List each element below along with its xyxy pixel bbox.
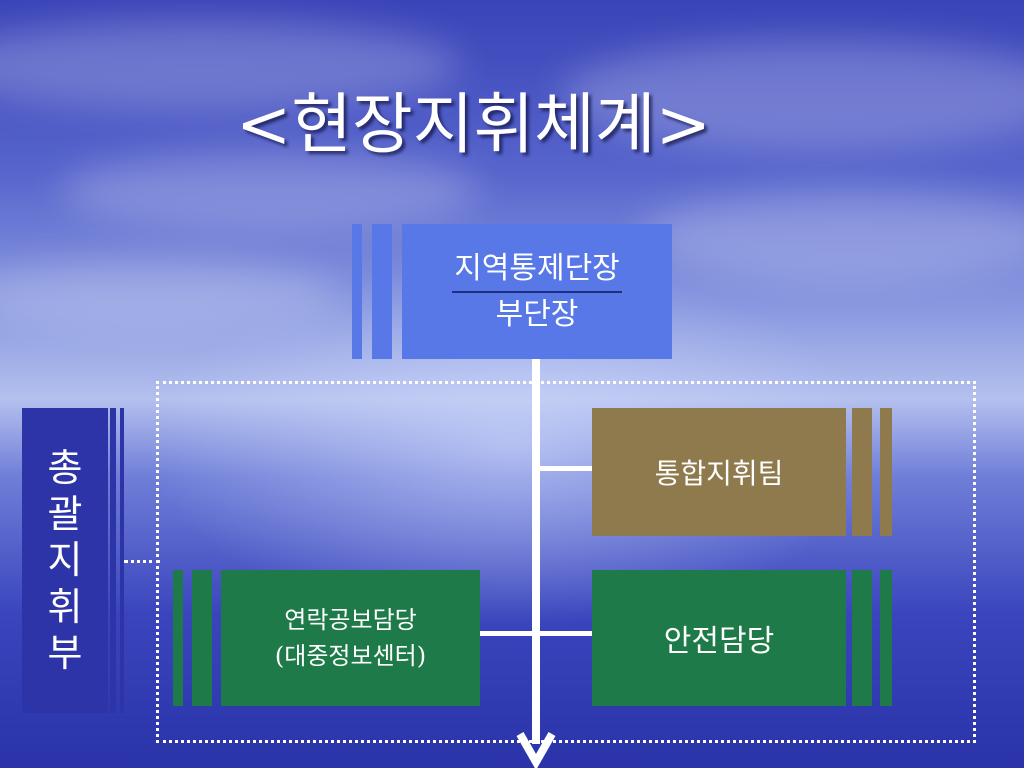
command-char: 총 xyxy=(47,445,83,490)
head-subtitle: 부단장 xyxy=(495,296,579,332)
command-box: 총 괄 지 휘 부 xyxy=(22,408,108,713)
main-connector xyxy=(532,359,540,744)
command-char: 부 xyxy=(47,631,83,676)
team-box: 통합지휘팀 xyxy=(592,408,846,536)
down-arrow-icon xyxy=(516,732,556,768)
page-title: <현장지휘체계> xyxy=(236,86,711,163)
command-char: 휘 xyxy=(47,584,83,629)
liaison-subtitle: (대중정보센터) xyxy=(274,642,427,670)
boundary-link xyxy=(124,560,160,563)
connector-liaison xyxy=(480,631,532,636)
liaison-title: 연락공보담당 xyxy=(284,606,417,634)
command-char: 지 xyxy=(47,538,83,583)
command-char: 괄 xyxy=(47,491,83,536)
head-box: 지역통제단장 부단장 xyxy=(402,224,672,359)
safety-box: 안전담당 xyxy=(592,570,846,706)
team-label: 통합지휘팀 xyxy=(654,457,784,490)
connector-team xyxy=(540,466,592,471)
connector-safety xyxy=(540,631,592,636)
safety-label: 안전담당 xyxy=(663,624,775,659)
head-title: 지역통제단장 xyxy=(452,247,622,293)
liaison-box: 연락공보담당 (대중정보센터) xyxy=(221,570,480,706)
